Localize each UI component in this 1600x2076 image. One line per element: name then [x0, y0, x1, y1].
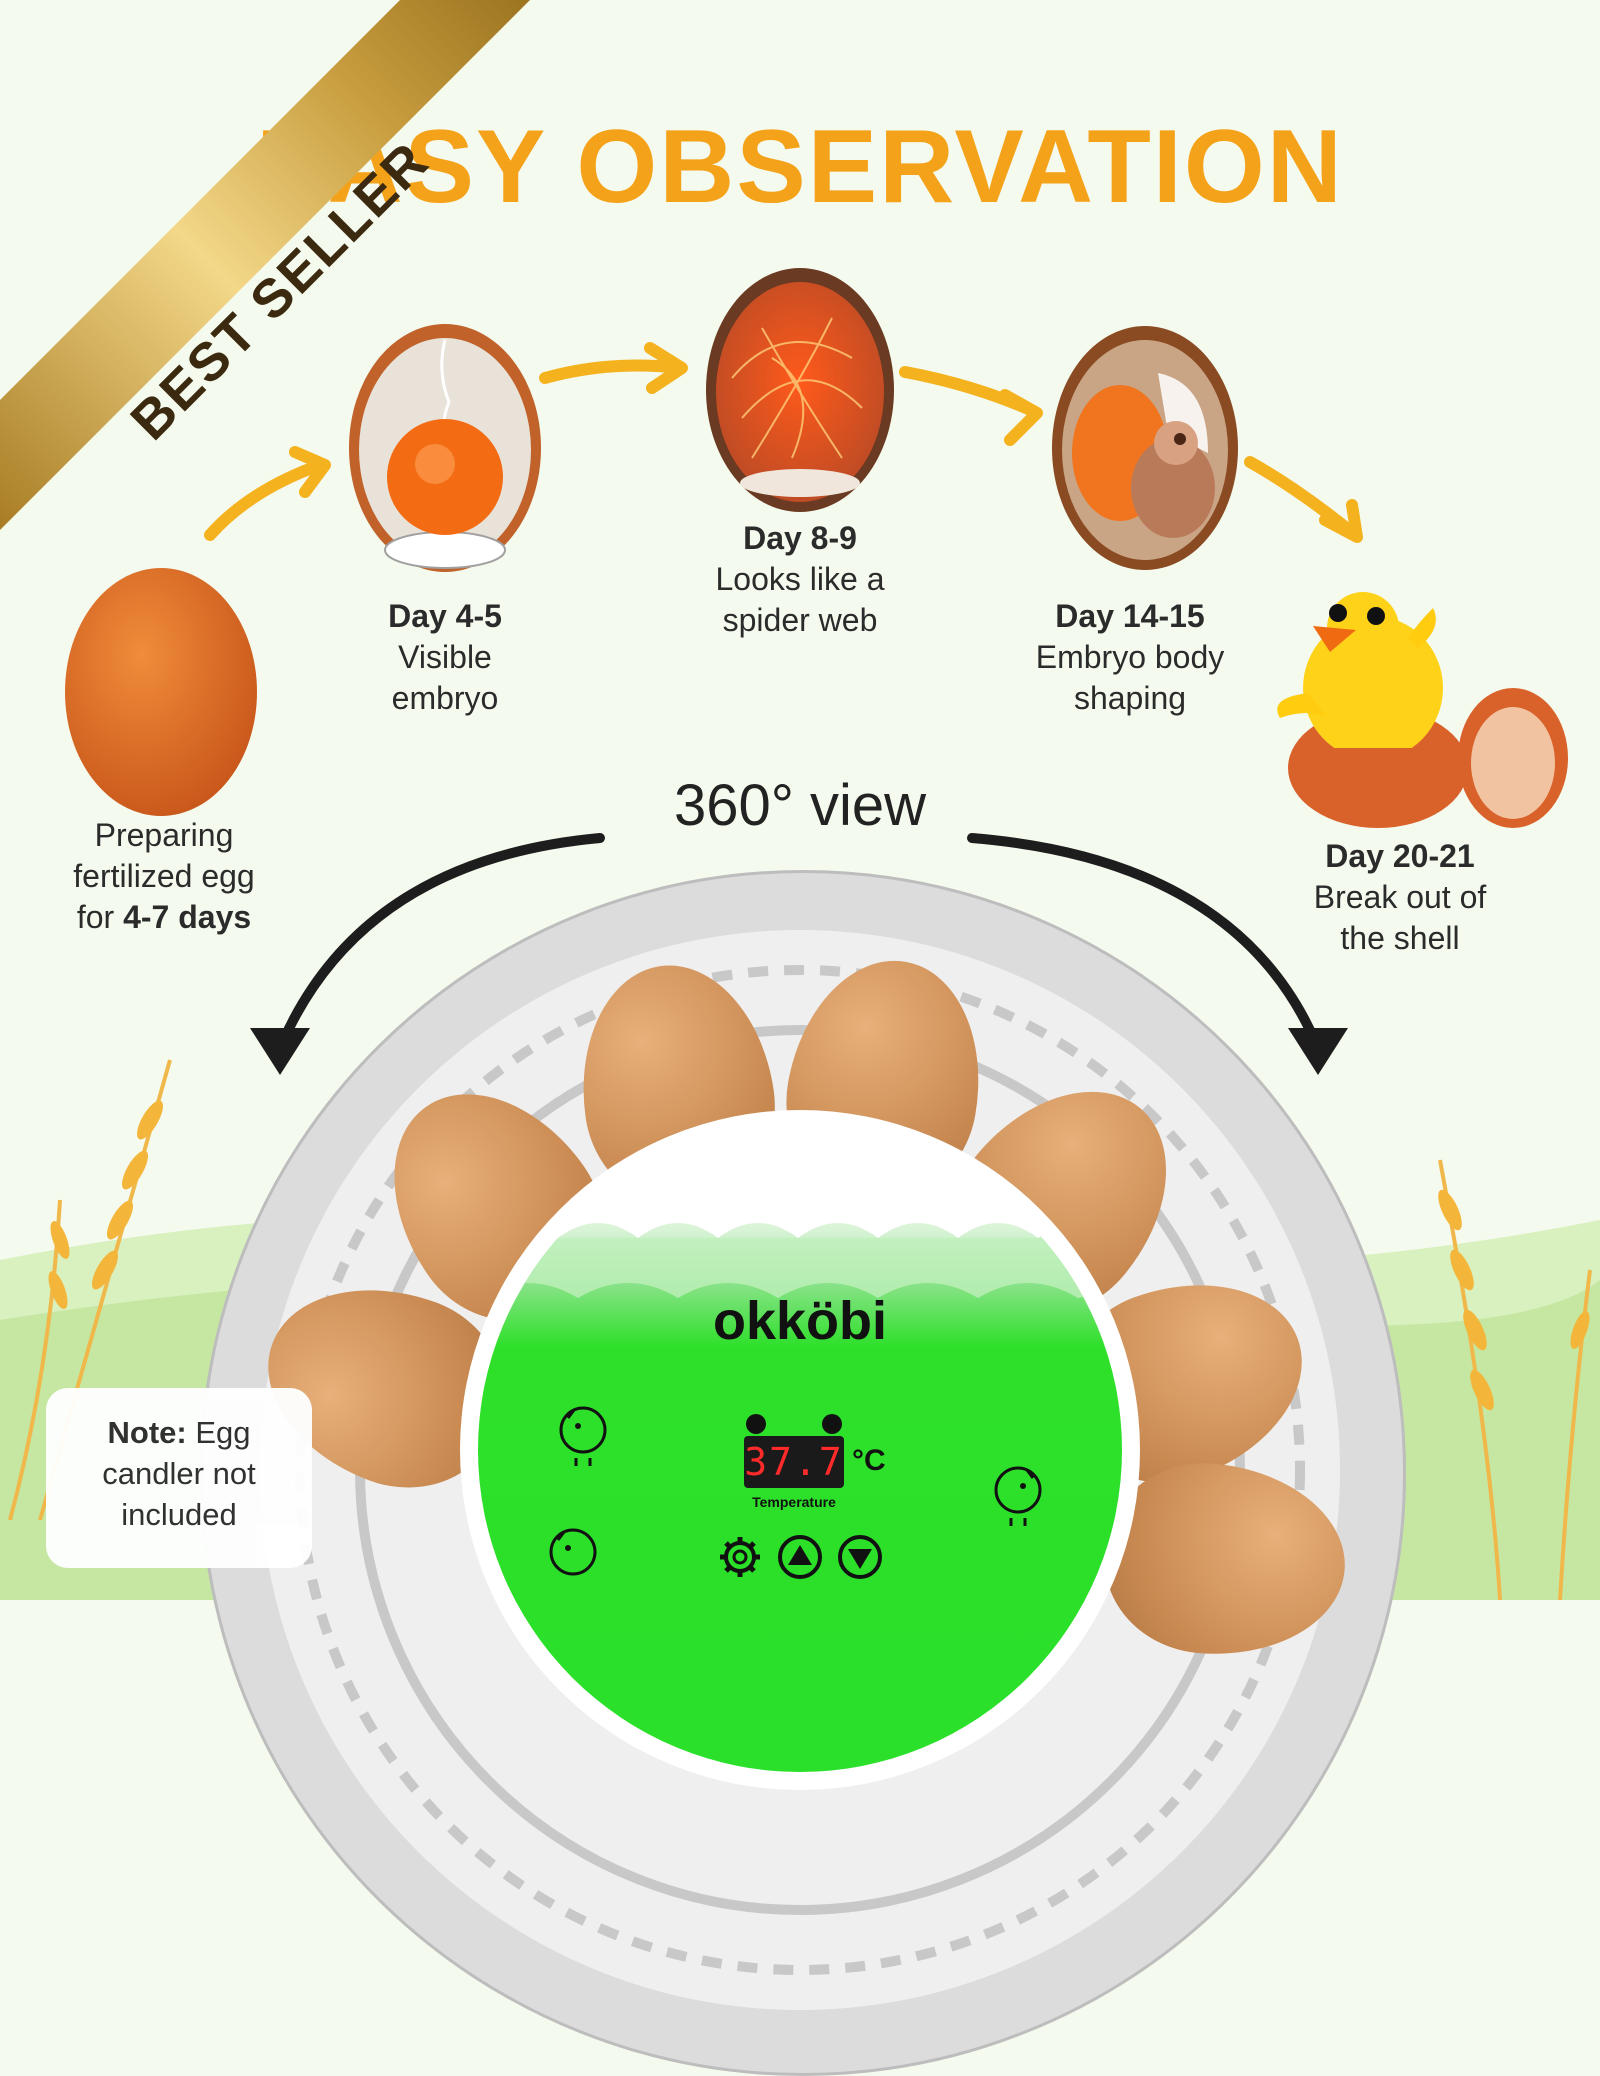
- chick-doodle-icon: [549, 1528, 597, 1576]
- increase-button[interactable]: [776, 1533, 824, 1581]
- stage-day-14-15-label: Day 14-15 Embryo body shaping: [1010, 596, 1250, 719]
- day-4-5-egg-illustration: [349, 324, 541, 572]
- gear-icon: [720, 1537, 760, 1577]
- settings-button[interactable]: [718, 1535, 762, 1579]
- stage-day-8-9-label: Day 8-9 Looks like a spider web: [680, 518, 920, 641]
- stage-day-20-21-label: Day 20-21 Break out of the shell: [1280, 836, 1520, 959]
- temperature-unit: °C: [852, 1444, 886, 1477]
- stage-preparing-label: Preparing fertilized egg for 4-7 days: [73, 817, 255, 935]
- display-mount-dots: [746, 1414, 842, 1434]
- page-title: EASY OBSERVATION: [256, 109, 1344, 225]
- fertilized-egg-illustration: [65, 568, 257, 816]
- chick-doodle-icon: [994, 1466, 1042, 1526]
- note-card: Note: Egg candler not included: [46, 1388, 312, 1568]
- stage-day-4-5-label: Day 4-5 Visible embryo: [330, 596, 560, 719]
- decrease-button[interactable]: [836, 1533, 884, 1581]
- down-icon: [838, 1535, 882, 1579]
- chick-doodle-icon: [559, 1406, 607, 1466]
- brand-logo: okköbi: [712, 1291, 888, 1351]
- temperature-display: 37.7: [744, 1436, 844, 1488]
- 360-view-label: 360° view: [673, 773, 927, 838]
- stage-day-14-15-day: Day 14-15: [1055, 598, 1205, 634]
- stage-day-4-5-day: Day 4-5: [388, 598, 502, 634]
- day-14-15-egg-illustration: [1052, 326, 1238, 570]
- note-bold: Note:: [107, 1415, 187, 1450]
- stage-day-20-21-day: Day 20-21: [1325, 838, 1475, 874]
- wheat-right-decoration: [1438, 1159, 1592, 1600]
- hatched-chick-illustration: [1277, 592, 1568, 828]
- temperature-label: Temperature: [752, 1494, 836, 1510]
- stage-day-8-9-day: Day 8-9: [743, 520, 857, 556]
- day-8-9-egg-illustration: [706, 268, 894, 512]
- wheat-left-decoration: [8, 1059, 172, 1520]
- best-seller-ribbon: BEST SELLER: [0, 0, 560, 560]
- up-icon: [778, 1535, 822, 1579]
